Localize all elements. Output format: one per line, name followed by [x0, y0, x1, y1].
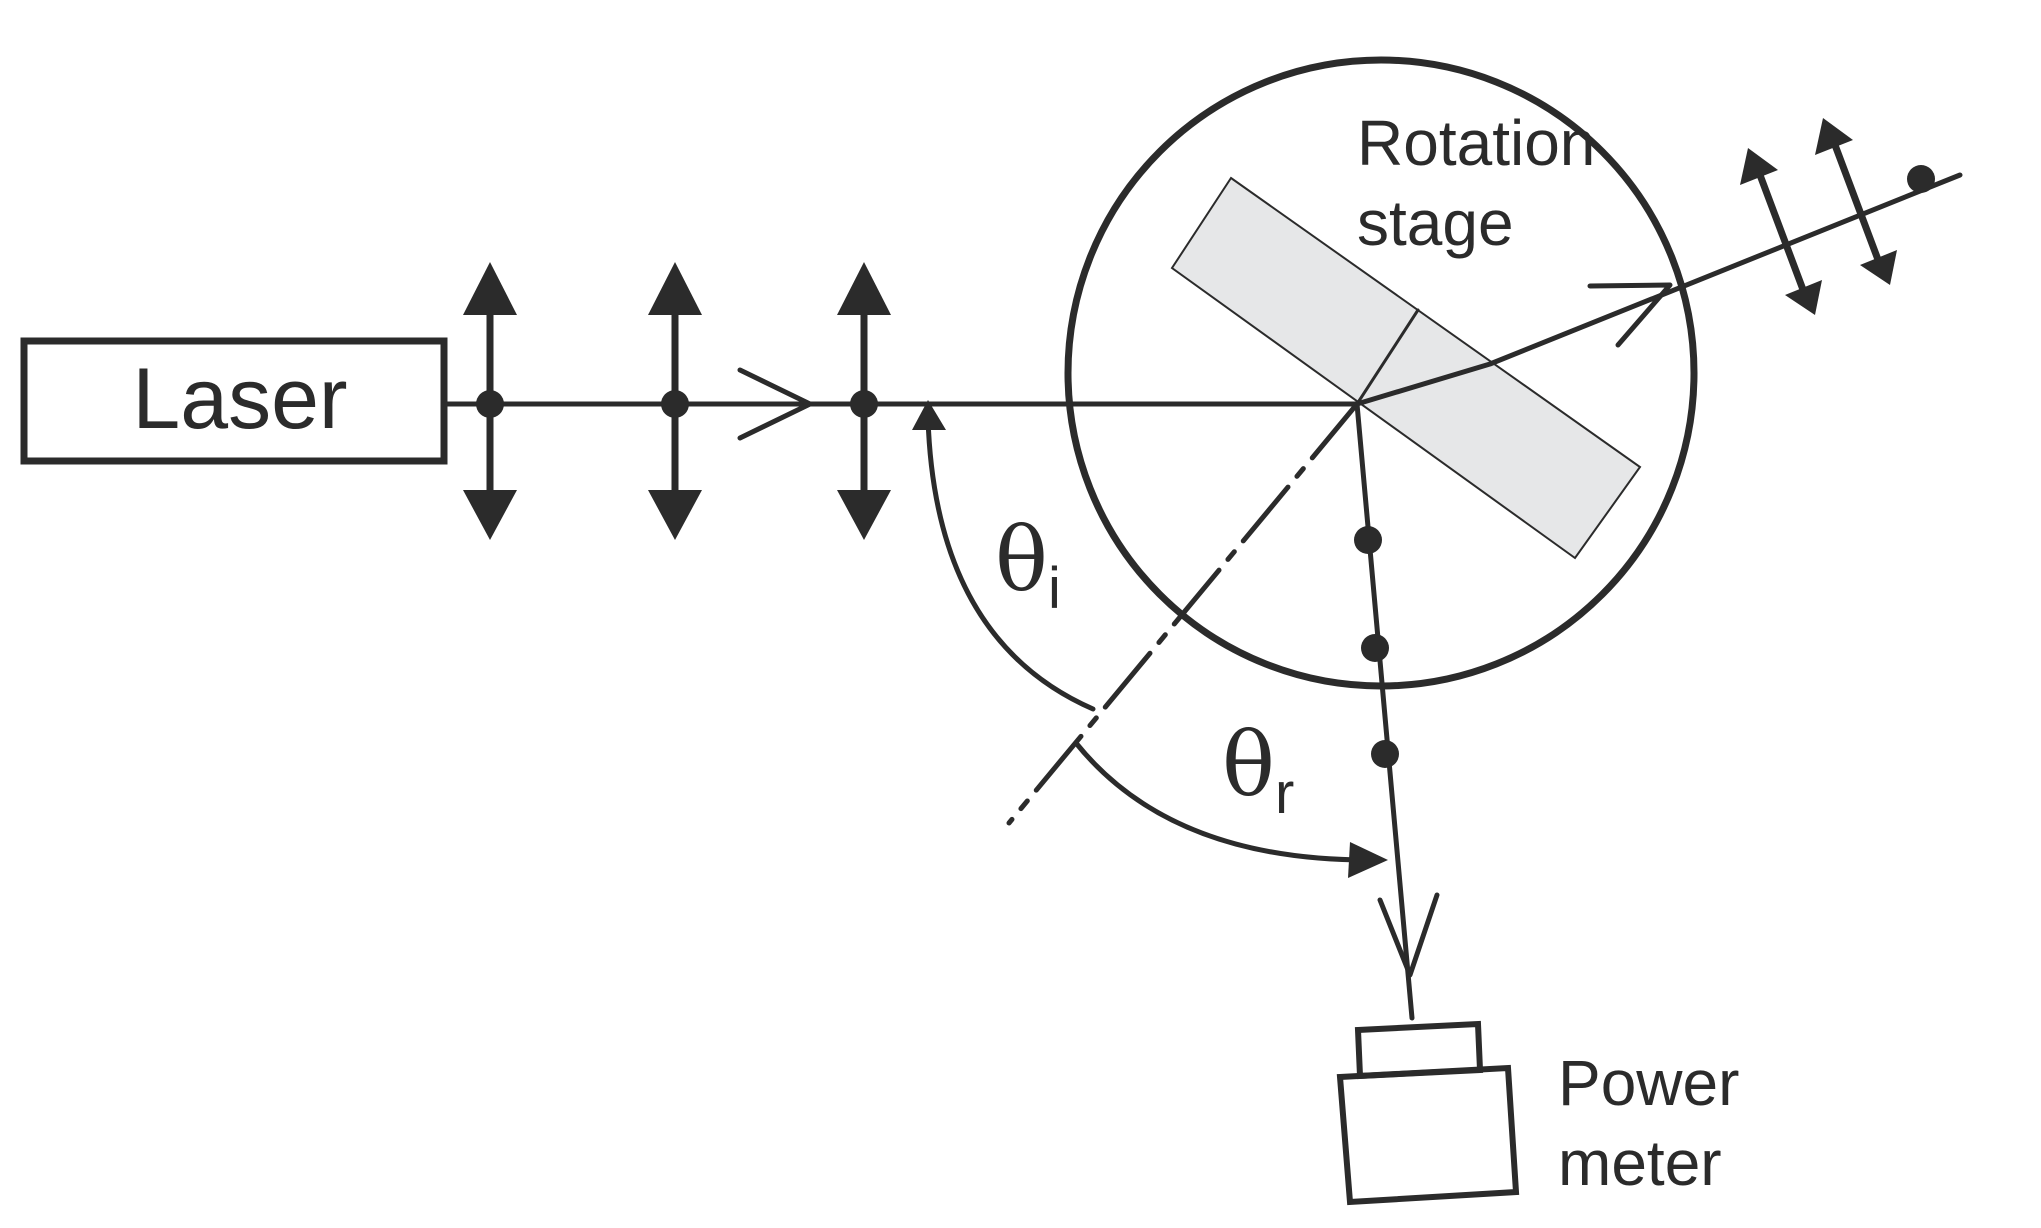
polarization-double-arrow-icon: [1740, 148, 1822, 315]
reflected-angle-label: θr: [1222, 713, 1294, 826]
laser: Laser: [20, 337, 448, 465]
power-meter-label-line2: meter: [1558, 1127, 1722, 1199]
polarization-double-arrow-icon: [1815, 118, 1897, 285]
power-meter-body: [1336, 1064, 1520, 1206]
reflected-beam: [1354, 401, 1415, 1021]
transmitted-polarization-markers: [1740, 118, 1935, 315]
sample-internal-line: [1355, 308, 1420, 406]
reflected-angle-subscript: r: [1275, 761, 1294, 826]
transmitted-beam: [1354, 172, 1963, 407]
polarization-dot-icon: [1907, 165, 1935, 193]
rotation-stage-label-line1: Rotation: [1357, 107, 1595, 179]
reflected-polarization-dot-icon: [1371, 740, 1399, 768]
polarization-double-arrow-icon: [463, 262, 517, 540]
incident-beam-arrow: [737, 367, 813, 441]
rotation-stage-label-line2: stage: [1357, 187, 1514, 259]
reflected-angle-arc: [1073, 740, 1371, 863]
incident-angle-label: θi: [995, 508, 1061, 621]
incident-angle-arc: [925, 415, 1096, 712]
transmitted-beam-arrow: [1587, 282, 1673, 348]
incident-angle-subscript: i: [1048, 556, 1061, 621]
laser-label: Laser: [132, 351, 347, 447]
laser-box: [20, 337, 448, 465]
surface-normal: [1006, 401, 1360, 826]
reflected-beam-arrow: [1377, 892, 1440, 978]
power-meter-label-line1: Power: [1558, 1047, 1739, 1119]
incident-angle-arrowhead: [912, 400, 946, 430]
reflected-angle-arrowhead: [1348, 842, 1388, 878]
incident-polarization-markers: [463, 262, 891, 540]
sample-slab: [1170, 176, 1642, 560]
power-meter: [1336, 1020, 1520, 1206]
reflected-polarization-dot-icon: [1354, 526, 1382, 554]
reflected-polarization-dot-icon: [1361, 634, 1389, 662]
polarization-double-arrow-icon: [648, 262, 702, 540]
polarization-double-arrow-icon: [837, 262, 891, 540]
